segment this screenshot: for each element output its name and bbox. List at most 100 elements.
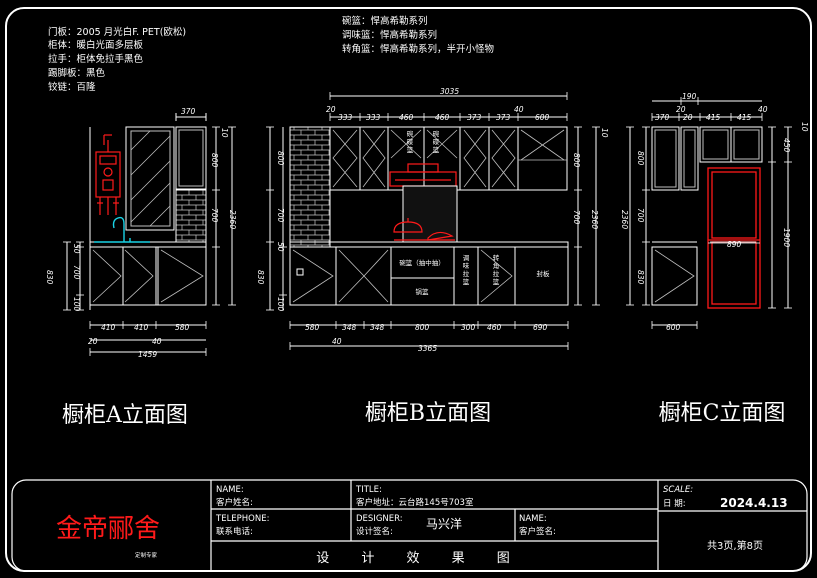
dim-b-t3: 460 [399,113,414,122]
telephone-label: TELEPHONE: [215,514,269,524]
dim-b-t7: 600 [535,113,550,122]
customer-sig-label: 客户签名: [519,526,556,537]
elevation-c [626,97,792,329]
view-a-title: 橱柜A立面图 [62,403,188,428]
brand-logo: 金帝郦舍 [56,514,160,544]
label-pot: 锅篮 [416,287,430,296]
dim-b-t1: 333 [338,113,353,122]
dim-a-r0: 10 [220,128,229,138]
dim-b-l3: 830 [256,270,265,285]
dim-c-r2: 1900 [782,228,791,247]
dim-b-r1: 800 [572,153,581,168]
title-block-text: 金帝郦舍 定制专家 NAME: 客户姓名: TELEPHONE: 联系电话: T… [56,485,788,566]
dim-b-t4: 460 [435,113,450,122]
dim-b-l4: 100 [276,297,285,312]
dim-a-b1: 410 [134,323,149,332]
dim-b-b3: 800 [415,323,430,332]
note-handle: 拉手：柜体免拉手黑色 [48,53,144,65]
name2-label: NAME: [519,514,547,524]
dim-c-r1: 450 [782,138,791,153]
dim-b-t2: 333 [366,113,381,122]
note-door: 门板：2005 月光白F. PET(欧松) [48,26,186,38]
dim-a-l2: 700 [72,265,81,280]
dim-b-t5: 373 [467,113,482,122]
range-hood-icon [389,163,457,187]
dim-a-l1: 830 [45,270,54,285]
dim-b-b6: 690 [533,323,548,332]
dim-b-t6: 373 [496,113,511,122]
title-block [11,479,808,572]
elevation-b-labels: 碗篮（抽中抽） 锅篮 封板 [399,258,550,296]
dim-a-r2: 700 [210,208,219,223]
customer-address: 客户地址：云台路145号703室 [356,497,474,508]
dim-a-r1: 800 [210,153,219,168]
title-label: TITLE: [355,485,382,495]
dim-a-l3: 100 [72,297,81,312]
label-seal: 封板 [537,269,551,278]
dim-c-bottom: 600 [666,323,681,332]
stove-icon [393,218,455,241]
dim-b-l0: 800 [276,151,285,166]
dim-c-l2: 2360 [620,210,629,229]
elevation-b [266,92,600,350]
date-value: 2024.4.13 [720,496,788,510]
label-corner: 转角拉篮 [493,253,500,286]
designer-label: DESIGNER: [356,514,403,524]
dim-c-l3: 830 [636,270,645,285]
faucet-icon [94,216,150,243]
view-b-title: 橱柜B立面图 [365,401,491,426]
date-label: 日 期: [663,499,686,509]
dim-b-b4: 300 [461,323,476,332]
dim-b-r2: 700 [572,210,581,225]
note-body: 柜体：暖白光面多层板 [48,39,144,51]
dim-b-total: 3365 [418,344,437,353]
dim-b-l1: 700 [276,208,285,223]
dim-b-b0: 580 [305,323,320,332]
designer-sig-label: 设计签名: [356,526,393,537]
name-label: NAME: [216,485,244,495]
dim-a-b4: 40 [152,337,162,346]
dim-c-r0: 10 [800,122,809,132]
scale-label: SCALE: [663,485,693,495]
dim-b-b5: 460 [487,323,502,332]
dim-c-fridge: 890 [727,240,742,249]
designer-name: 马兴洋 [426,516,462,531]
note-kick: 踢脚板：黑色 [48,67,106,79]
customer-label: 客户姓名: [216,497,253,508]
note-hinge: 铰链：百隆 [48,81,96,93]
dim-c-t6: 40 [758,105,768,114]
dim-c-l0: 800 [636,151,645,166]
drawing-caption: 设 计 效 果 图 [316,551,524,566]
dim-b-textra: 40 [514,105,524,114]
dim-a-r3: 2360 [228,210,237,229]
dim-c-t2: 415 [706,113,721,122]
elevation-a [63,113,236,356]
dim-b-t0: 20 [326,105,336,114]
elevation-a-dims: 370 10 800 700 2360 50 830 700 100 410 4… [45,107,237,359]
elevation-b-dims: 3035 20 333 333 460 460 373 373 600 40 1… [256,87,609,353]
dim-a-b0: 410 [101,323,116,332]
note-spice: 调味篮：悍高希勒系列 [342,29,437,41]
dim-c-t5: 20 [676,105,686,114]
note-corner: 转角篮：悍高希勒系列，半开小怪物 [342,43,495,55]
dim-a-b2: 580 [175,323,190,332]
dim-b-r0: 10 [600,128,609,138]
label-drawer: 碗篮（抽中抽） [399,258,445,267]
dim-b-l2: 50 [276,242,285,252]
dim-a-top: 370 [181,107,196,116]
view-c-title: 橱柜C立面图 [659,401,786,426]
dim-a-l0: 50 [72,244,81,254]
dim-c-t3: 415 [737,113,752,122]
water-heater-icon [95,134,121,215]
refrigerator-icon [707,167,761,309]
label-bowl-b: 碗碟篮 [433,129,440,154]
dim-c-t0: 370 [655,113,670,122]
dim-b-b2: 348 [370,323,385,332]
label-bowl-a: 碗碟篮 [407,129,414,154]
dim-b-b1: 348 [342,323,357,332]
dim-a-b3: 20 [88,337,98,346]
dim-b-bextra: 40 [332,337,342,346]
page-count: 共3页,第8页 [707,539,763,552]
note-bowl: 碗篮：悍高希勒系列 [342,15,428,27]
